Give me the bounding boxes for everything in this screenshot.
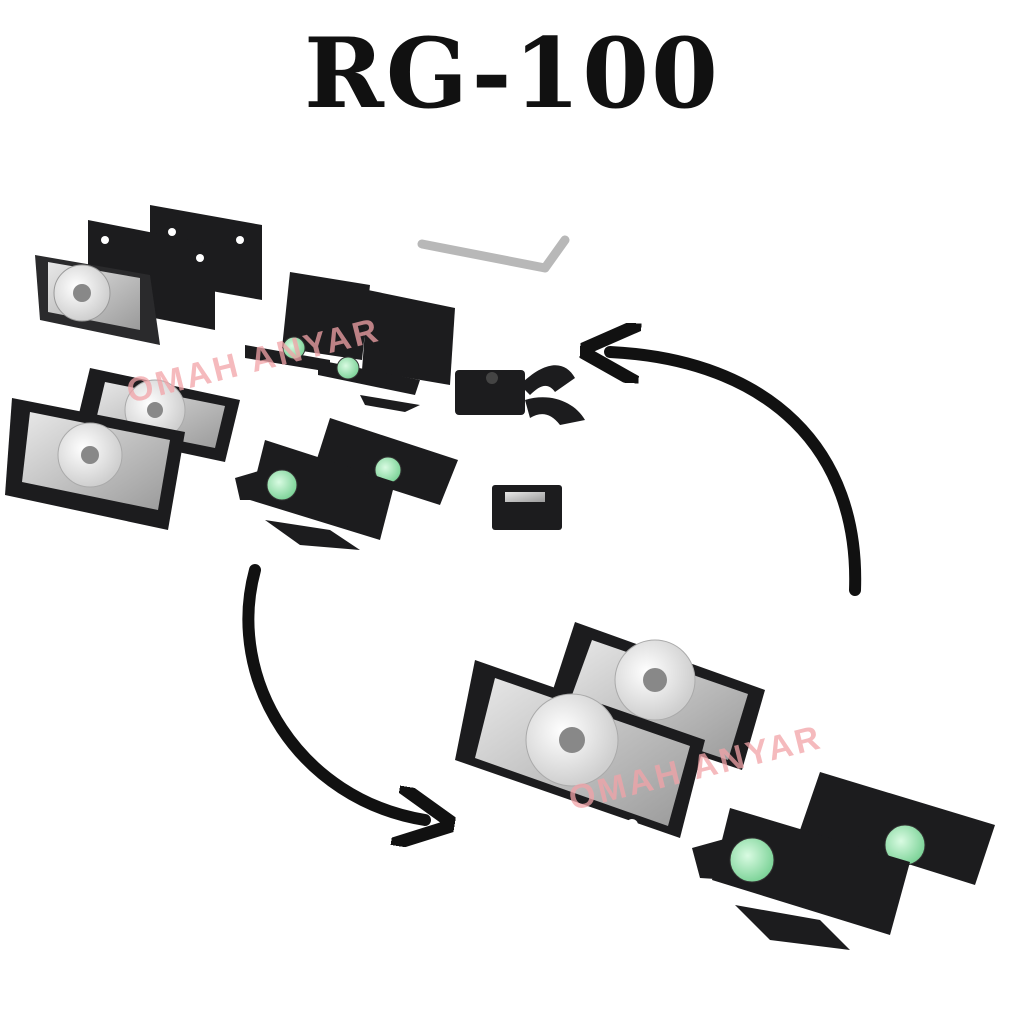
arrow-up-icon [610, 352, 862, 596]
soft-close-bracket [245, 272, 455, 412]
stopper-block [492, 485, 562, 530]
arrow-down-icon [242, 564, 425, 820]
top-bracket-assembly [35, 205, 262, 345]
allen-key-icon [417, 235, 570, 273]
guide-bracket-closeup [692, 772, 995, 950]
roller-carriage-assembly [5, 368, 240, 530]
product-title: RG-100 [304, 17, 720, 130]
damper-catch [455, 365, 585, 425]
guide-bracket-pair [235, 418, 458, 550]
roller-carriage-closeup [455, 622, 765, 838]
